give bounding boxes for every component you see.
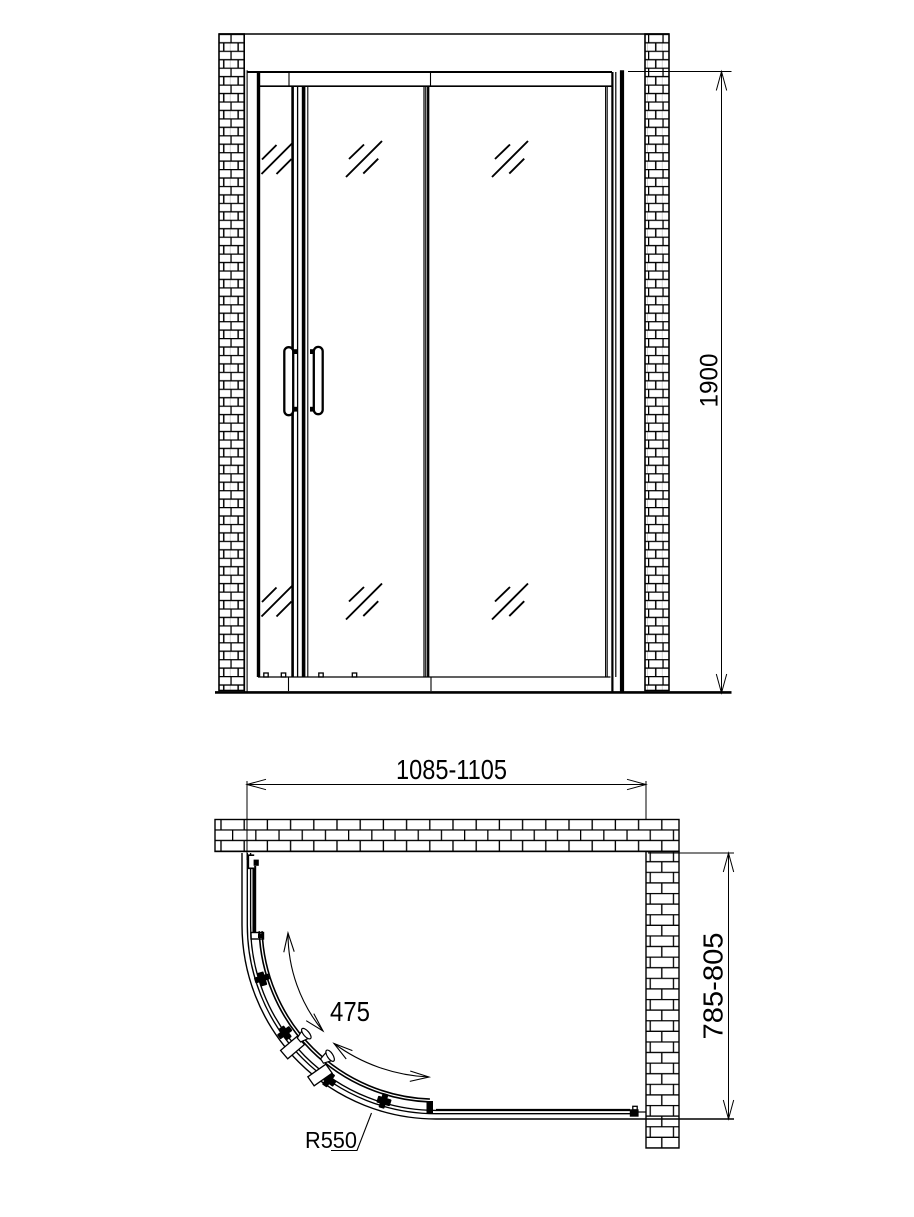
svg-text:1085-1105: 1085-1105 <box>396 754 507 785</box>
svg-text:475: 475 <box>330 996 370 1027</box>
svg-text:R550: R550 <box>305 1127 357 1153</box>
svg-text:1900: 1900 <box>695 354 723 408</box>
svg-text:785-805: 785-805 <box>698 933 729 1040</box>
